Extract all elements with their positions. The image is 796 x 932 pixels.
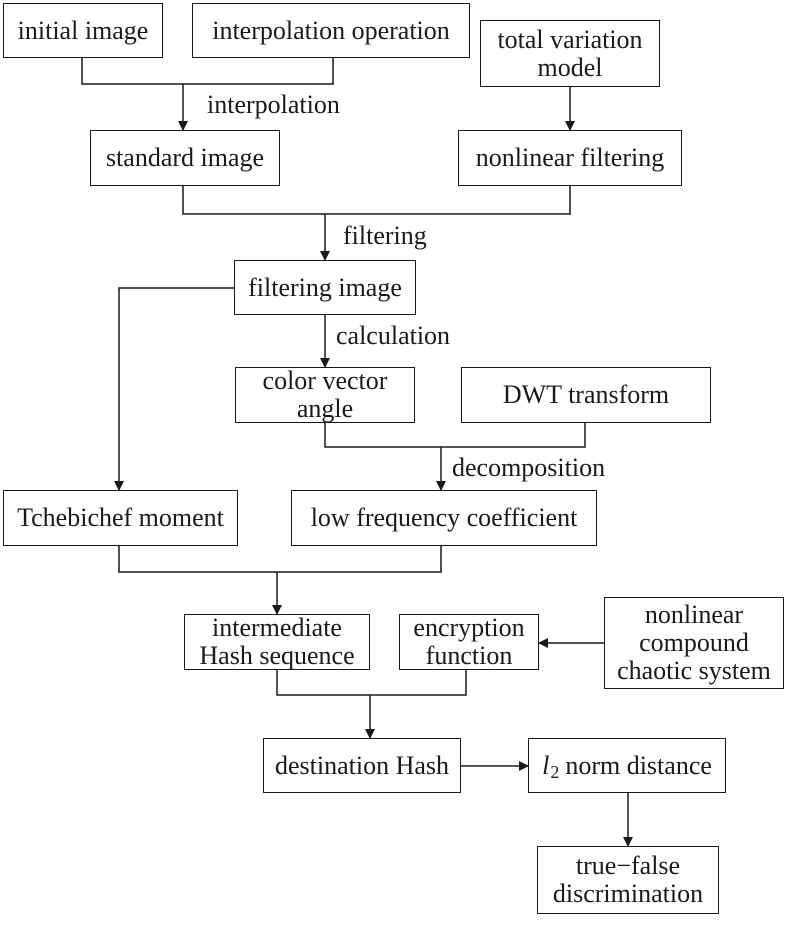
node-filtering-image-label: filtering image: [248, 272, 402, 302]
node-tchebichef-moment-label: Tchebichef moment: [17, 503, 224, 532]
node-encryption-function: encryption function: [399, 614, 539, 670]
node-standard-image: standard image: [90, 130, 280, 186]
connector-merge-interpolation: [81, 58, 334, 85]
node-tchebichef-moment: Tchebichef moment: [3, 490, 238, 546]
node-color-vector-angle-line2: angle: [296, 394, 354, 423]
node-initial-image: initial image: [3, 3, 163, 58]
node-color-vector-angle-line1: color vector: [262, 366, 388, 395]
node-encryption-function-line1: encryption: [413, 613, 525, 642]
node-filtering-image: filtering image: [234, 260, 416, 315]
node-chaotic-system-line1: nonlinear: [644, 600, 744, 629]
l2-norm-distance-text: norm distance: [565, 750, 712, 780]
node-total-variation-model: total variation model: [480, 20, 660, 87]
node-low-frequency-coefficient: low frequency coefficient: [291, 490, 597, 546]
node-nonlinear-filtering: nonlinear filtering: [458, 130, 682, 186]
node-true-false-line1: true−false: [575, 851, 681, 880]
l2-symbol: l: [542, 750, 550, 780]
node-low-frequency-coefficient-label: low frequency coefficient: [310, 503, 578, 532]
node-intermediate-hash-sequence-line1: intermediate: [212, 613, 342, 642]
connector-merge-hash: [118, 546, 442, 573]
node-chaotic-system-line2: compound: [639, 628, 749, 657]
node-standard-image-label: standard image: [105, 143, 265, 172]
node-true-false-line2: discrimination: [552, 879, 704, 908]
node-dwt-transform-label: DWT transform: [502, 380, 670, 409]
edge-label-calculation: calculation: [336, 321, 451, 350]
edge-label-decomposition: decomposition: [452, 453, 606, 482]
connector-merge-filtering: [182, 186, 571, 215]
arrow-to-tchebichef-moment: [114, 287, 234, 491]
node-nonlinear-filtering-label: nonlinear filtering: [475, 143, 665, 172]
connector-merge-decomposition: [324, 423, 586, 448]
node-dwt-transform: DWT transform: [461, 367, 711, 423]
node-total-variation-model-line2: model: [537, 52, 603, 82]
node-total-variation-model-line1: total variation: [497, 24, 643, 54]
node-destination-hash-label: destination Hash: [274, 750, 450, 780]
node-intermediate-hash-sequence-line2: Hash sequence: [199, 641, 355, 670]
node-true-false-discrimination: true−false discrimination: [537, 846, 719, 914]
node-intermediate-hash-sequence: intermediate Hash sequence: [184, 614, 370, 670]
node-destination-hash: destination Hash: [263, 738, 461, 793]
edge-label-filtering: filtering: [343, 221, 427, 250]
node-nonlinear-compound-chaotic-system: nonlinear compound chaotic system: [604, 597, 784, 689]
node-chaotic-system-line3: chaotic system: [617, 656, 771, 685]
node-color-vector-angle: color vector angle: [235, 367, 415, 423]
connector-merge-destination: [276, 670, 467, 696]
edge-label-interpolation: interpolation: [207, 90, 340, 119]
l2-subscript: 2: [550, 761, 560, 782]
node-interpolation-operation: interpolation operation: [192, 3, 470, 58]
node-initial-image-label: initial image: [17, 15, 149, 45]
node-encryption-function-line2: function: [425, 641, 513, 670]
node-interpolation-operation-label: interpolation operation: [212, 15, 450, 45]
